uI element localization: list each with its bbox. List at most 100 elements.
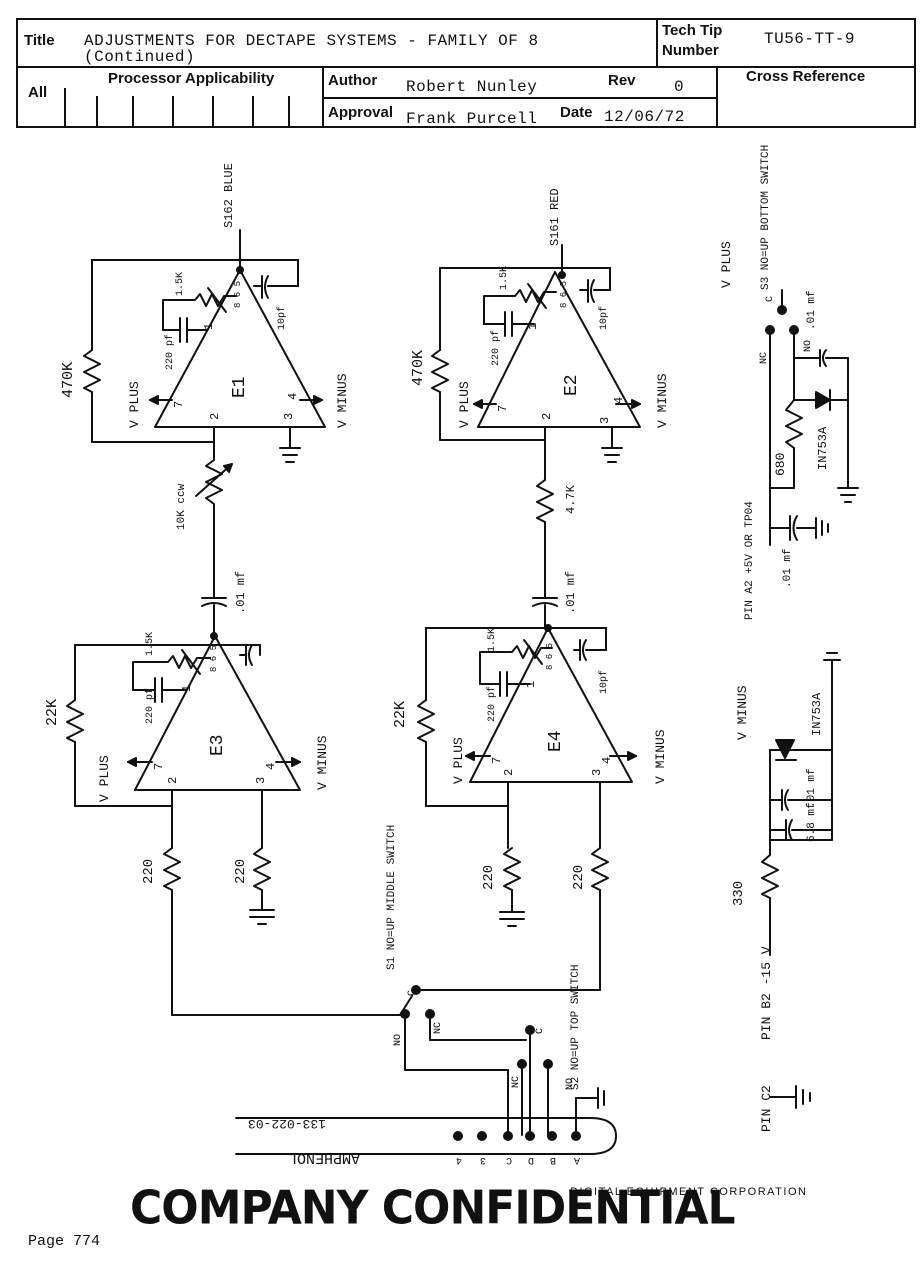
s1-label: S1 NO=UP MIDDLE SWITCH (386, 825, 398, 970)
e1-pin3: 3 (282, 413, 296, 420)
proc-divider (64, 88, 66, 128)
e1-vplus-label: V PLUS (127, 381, 142, 428)
rev-label: Rev (608, 72, 636, 89)
connector-pin: 4 (456, 1154, 462, 1165)
e1-cap1-label: 220 pf (164, 334, 176, 370)
title-line1: ADJUSTMENTS FOR DECTAPE SYSTEMS - FAMILY… (84, 32, 539, 50)
resistor-220-e3-right (249, 847, 275, 925)
cap-a2-label: .01 mf (782, 548, 794, 588)
s3-nc-label: NC (759, 352, 770, 364)
e1-pin2: 2 (208, 413, 222, 420)
e1-pot-label: 1.5K (175, 272, 186, 296)
amphenol-pn: 133-022-03 (248, 1116, 326, 1131)
e3-feedback-label: 22K (44, 699, 61, 726)
r330-label: 330 (731, 881, 747, 906)
r220-a-label: 220 (141, 859, 157, 884)
s2-no-label: NO (565, 1078, 576, 1090)
resistor-4.7k (532, 479, 558, 629)
cross-reference-label: Cross Reference (746, 68, 866, 85)
pin-c2-ground (769, 1085, 811, 1109)
s2-nc-label: NC (511, 1076, 522, 1088)
switch-s3-circuit (765, 289, 859, 546)
r220-d-label: 220 (571, 865, 587, 890)
approval-label: Approval (328, 104, 394, 121)
confidential-stamp: COMPANY CONFIDENTIAL (130, 1181, 736, 1236)
resistor-220-e4-left (499, 847, 525, 927)
amphenol-label: AMPHENOL (288, 1149, 360, 1166)
opamp-e1 (83, 229, 326, 463)
e4-pin2: 2 (502, 769, 516, 776)
cross-reference-cell (716, 66, 916, 128)
opamp-e2-triangle (477, 271, 641, 428)
cap-b1-label: .01 mf (806, 768, 818, 808)
r47k-label: 4.7K (564, 484, 578, 514)
e3-name: E3 (208, 734, 228, 756)
e3-pin2: 2 (166, 777, 180, 784)
approval-value: Frank Purcell (406, 110, 538, 128)
e2-pin4: 4 (612, 397, 626, 404)
e1-name: E1 (230, 376, 250, 398)
e2-vplus-label: V PLUS (457, 381, 472, 428)
e2-feedback-label: 470K (410, 350, 427, 386)
s1-no-label: NO (393, 1034, 404, 1046)
e2-cap2-label: 10pf (598, 306, 610, 330)
e4-cap2-label: 10pf (598, 670, 610, 694)
date-label: Date (560, 104, 593, 121)
opamp-e1-triangle (154, 269, 326, 428)
e4-pin7: 7 (490, 757, 504, 764)
processor-label: Processor Applicability (108, 70, 275, 87)
title-label: Title (24, 32, 55, 49)
e1-cap2-label: 10pf (276, 306, 288, 330)
e3-pin1: 1 (180, 685, 194, 692)
c01-right-label: .01 mf (564, 571, 578, 614)
resistor-10k (195, 459, 233, 637)
e3-vminus-label: V MINUS (315, 735, 330, 790)
diode2-label: IN753A (810, 692, 824, 736)
proc-divider (96, 96, 98, 128)
negative-supply-circuit (761, 652, 841, 956)
e3-pin3: 3 (254, 777, 268, 784)
resistor-220-e4-right (415, 847, 609, 991)
switch-s1 (400, 985, 527, 1071)
e3-pin-top: 8 6 5 (209, 645, 219, 672)
r10k-label: 10K ccw (176, 483, 188, 530)
pin-a2-label: PIN A2 +5V OR TP04 (744, 501, 756, 620)
proc-divider (172, 96, 174, 128)
connector-pin: B (550, 1154, 556, 1165)
cap-b2-label: 6.8 mf (806, 802, 818, 842)
proc-divider (288, 96, 290, 128)
opamp-e3 (66, 632, 301, 849)
s3-cap-label: .01 mf (806, 290, 818, 330)
opamp-e4 (417, 624, 637, 849)
amphenol-connector (235, 1117, 617, 1155)
e3-cap1-label: 220 pf (144, 688, 156, 724)
opamp-e4-triangle (469, 627, 633, 783)
s1-c-label: C (407, 990, 418, 996)
c01-left-label: .01 mf (234, 571, 248, 614)
e1-pin4: 4 (286, 393, 300, 400)
author-label: Author (328, 72, 378, 89)
e4-vminus-label: V MINUS (653, 729, 668, 784)
e1-feedback-label: 470K (60, 362, 77, 398)
resistor-220-e3-left (163, 847, 413, 1016)
e1-output-label: S162 BLUE (222, 163, 236, 228)
page-number: Page 774 (28, 1233, 101, 1250)
s3-no-label: NO (803, 340, 814, 352)
e3-pin7: 7 (152, 763, 166, 770)
diode1-label: IN753A (816, 426, 830, 470)
connector-pin: C (506, 1154, 512, 1165)
rev-value: 0 (674, 78, 685, 96)
tech-tip-number: TU56-TT-9 (764, 30, 855, 48)
r680-label: 680 (773, 453, 788, 476)
e2-name: E2 (562, 374, 582, 396)
connector-pin: D (528, 1154, 534, 1165)
e2-pin1: 1 (526, 323, 540, 330)
e1-pin7: 7 (172, 401, 186, 408)
e2-pin7: 7 (496, 405, 510, 412)
e4-name: E4 (546, 730, 566, 752)
s3-label: S3 NO=UP BOTTOM SWITCH (760, 145, 772, 290)
opamp-e2 (431, 244, 641, 481)
pin-b2-label: PIN B2 -15 V (759, 946, 774, 1040)
s3-c-label: C (765, 296, 776, 302)
